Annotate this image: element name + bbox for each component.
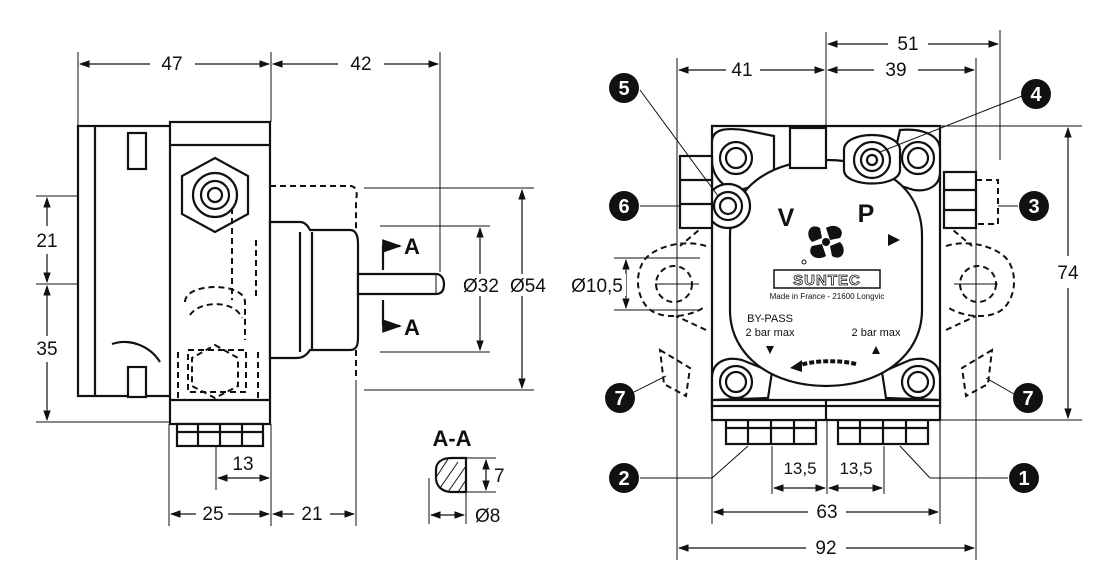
dim-63: 63 [816,502,837,523]
rotation-arrow-icon [790,360,802,372]
section-title: A-A [432,426,471,451]
svg-text:6: 6 [618,196,629,218]
dim-dia-54: Ø54 [510,276,546,297]
bar-max-left: 2 bar max [746,327,795,339]
section-mark-a-top: A [404,234,420,259]
dim-dia-8: Ø8 [475,506,500,527]
port-v-label: V [778,204,795,232]
dim-74: 74 [1057,263,1079,284]
dim-39: 39 [885,60,906,81]
svg-text:5: 5 [618,78,629,100]
callout-6: 6 [609,191,639,221]
svg-text:1: 1 [1018,468,1029,490]
arrow-right-icon [888,234,900,246]
section-a-a: A-A 7 Ø8 [428,426,505,527]
callout-7-left: 7 [605,383,635,413]
svg-text:3: 3 [1028,196,1039,218]
made-in-text: Made in France - 21600 Longvic [770,292,885,301]
dim-41: 41 [731,60,752,81]
callout-1: 1 [1009,463,1039,493]
bar-max-right: 2 bar max [852,327,901,339]
dim-25: 25 [202,504,223,525]
callout-5: 5 [609,73,639,103]
callout-2: 2 [609,463,639,493]
side-view: A A 47 42 21 35 Ø32 Ø54 13 25 21 [36,52,552,526]
callout-7-right: 7 [1013,383,1043,413]
dim-13-5-left: 13,5 [783,459,816,478]
svg-text:4: 4 [1030,84,1042,106]
dim-13: 13 [232,454,253,475]
dim-21-bottom: 21 [301,504,322,525]
dim-35: 35 [36,339,57,360]
section-mark-a-bottom: A [404,315,420,340]
dim-7: 7 [494,466,505,487]
arrow-up-icon [872,346,880,354]
dim-42: 42 [350,54,371,75]
dim-21: 21 [36,231,57,252]
svg-text:7: 7 [1022,388,1033,410]
dim-47: 47 [161,54,182,75]
dim-51: 51 [897,34,918,55]
bypass-label: BY-PASS [747,313,793,325]
callout-3: 3 [1019,191,1049,221]
svg-text:7: 7 [614,388,625,410]
port-p-label: P [858,200,875,228]
suntec-logo-icon [801,225,844,265]
svg-text:2: 2 [618,468,629,490]
dim-dia-32: Ø32 [463,276,499,297]
arrow-down-icon [766,346,774,354]
brand-name: SUNTEC [793,272,861,289]
front-view: V P SUNTEC Made in France - 21600 Longvi… [568,30,1082,560]
callout-4: 4 [1021,79,1051,109]
dim-dia-10-5: Ø10,5 [571,276,623,297]
dim-92: 92 [815,538,836,559]
dim-13-5-right: 13,5 [839,459,872,478]
